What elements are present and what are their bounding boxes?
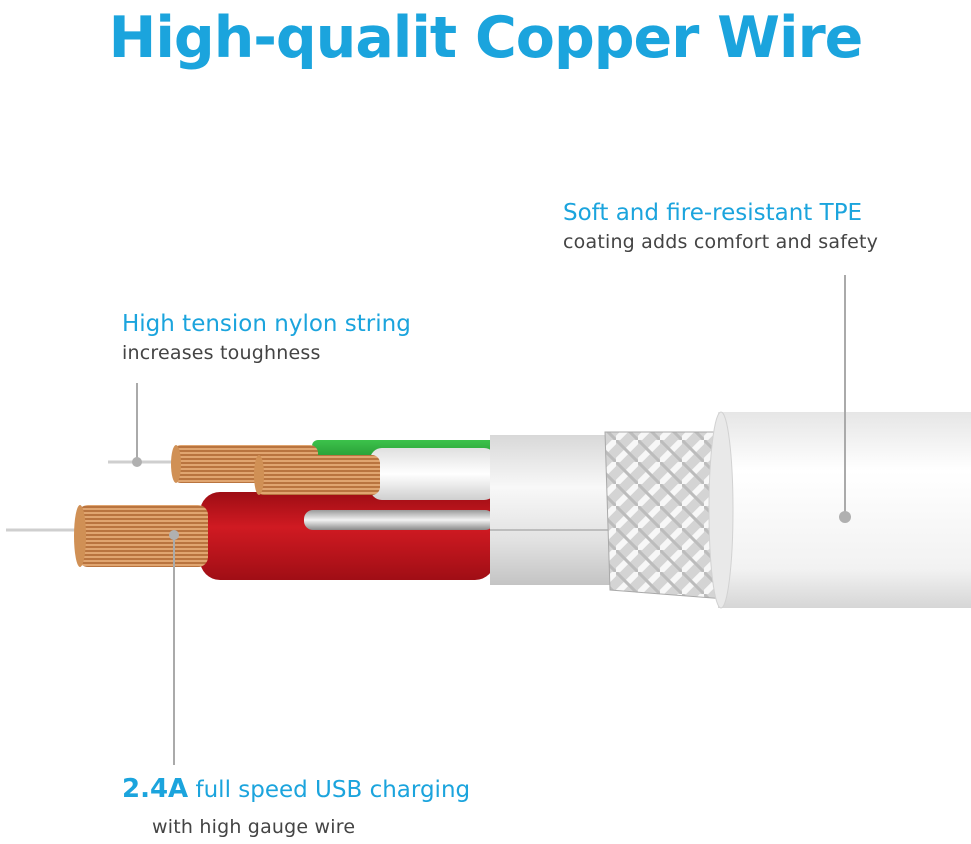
red-wire-copper-core bbox=[78, 505, 208, 567]
white-wire bbox=[370, 448, 496, 500]
tpe-jacket bbox=[709, 412, 971, 608]
copper-core-middle bbox=[254, 455, 380, 495]
red-wire bbox=[74, 492, 495, 580]
foil-shield bbox=[490, 435, 615, 585]
silver-rod bbox=[304, 510, 494, 530]
leader-nylon bbox=[132, 383, 142, 467]
